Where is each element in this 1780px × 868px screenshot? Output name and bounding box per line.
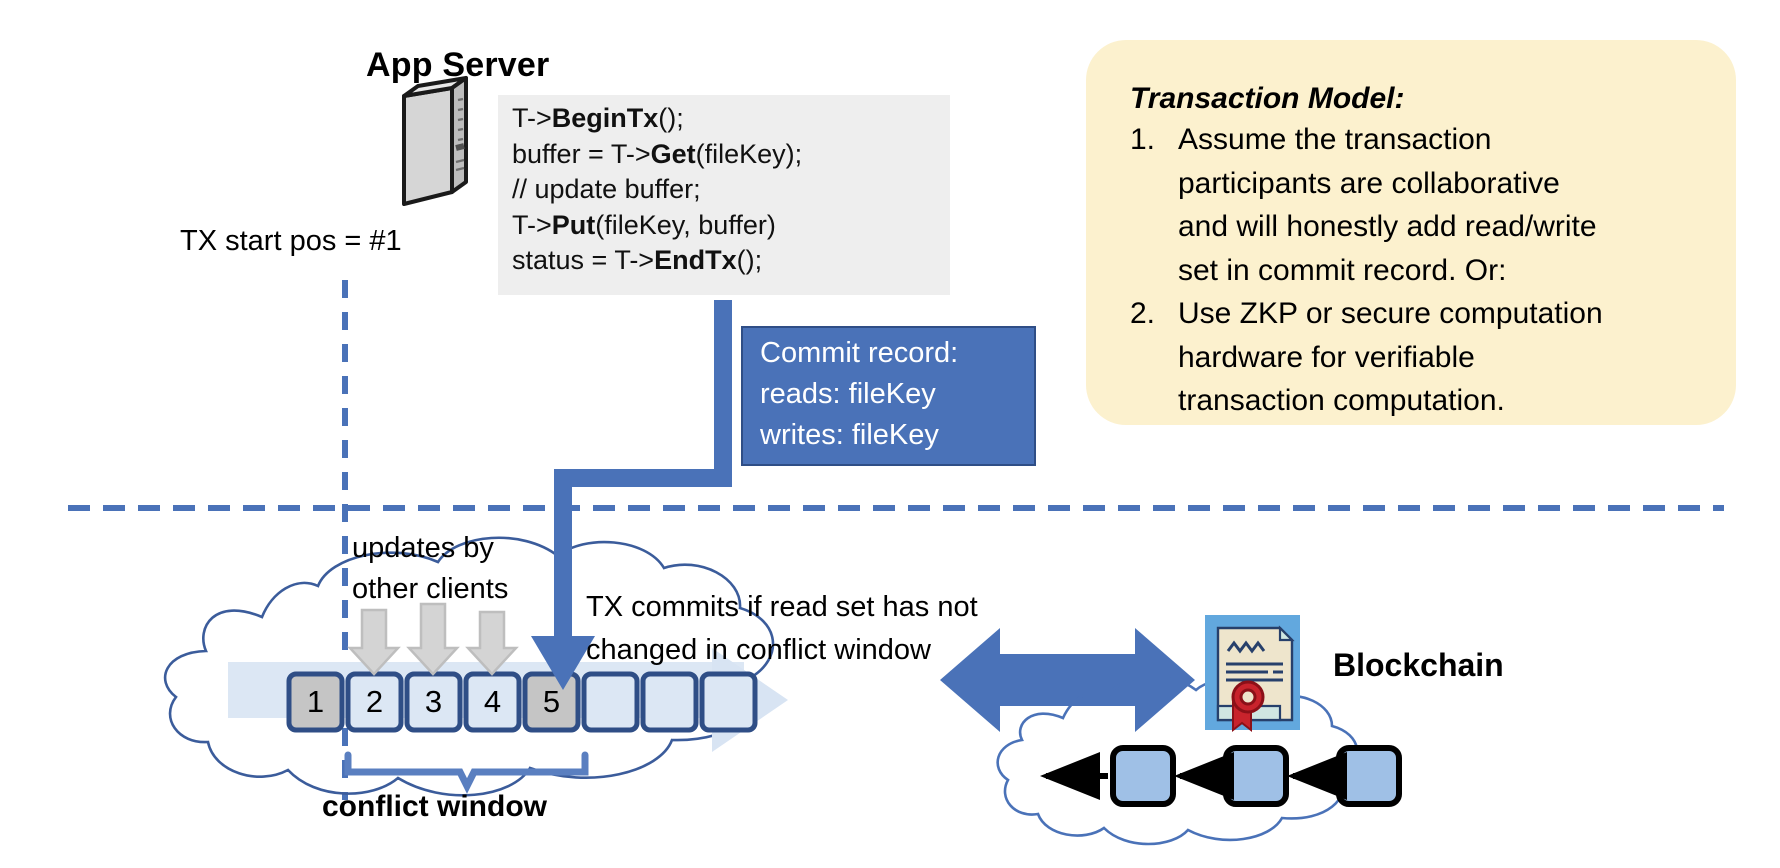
server-tower-icon (402, 76, 468, 206)
blockchain-cloud-icon (996, 675, 1359, 846)
code-line-2: buffer = T->Get(fileKey); (512, 138, 803, 169)
commit-record-reads: reads: fileKey (760, 378, 936, 410)
updates-by-other-clients-label: updates by other clients (352, 528, 508, 610)
tm-line: Use ZKP or secure computation (1178, 297, 1603, 330)
tm-line: transaction computation. (1178, 384, 1505, 417)
ledger-block-2[interactable]: 2 (365, 684, 384, 719)
ledger-block-3[interactable]: 3 (424, 684, 443, 719)
app-server-title: App Server (366, 46, 550, 84)
transaction-model-callout: Transaction Model: 1. Assume the transac… (1086, 40, 1736, 425)
commit-record-title: Commit record: (760, 337, 959, 369)
update-arrows-group (347, 602, 519, 676)
label-line: other clients (352, 573, 509, 605)
transaction-model-item-2: 2. Use ZKP or secure computation hardwar… (1130, 292, 1706, 423)
tm-line: set in commit record. Or: (1178, 253, 1507, 287)
tm-line: Assume the transaction (1178, 123, 1492, 156)
tm-line: participants are collaborative (1178, 166, 1560, 200)
code-line-3: // update buffer; (512, 174, 701, 204)
ledger-block-1[interactable]: 1 (306, 684, 325, 719)
ledger-block-4[interactable]: 4 (483, 684, 502, 719)
list-number: 2. (1130, 297, 1156, 330)
conflict-window-brace (344, 751, 589, 794)
conflict-window-label: conflict window (322, 790, 547, 823)
tx-commits-condition-label: TX commits if read set has not changed i… (586, 586, 978, 672)
tx-start-pos-label: TX start pos = #1 (180, 225, 402, 257)
list-text: Assume the transaction participants are … (1178, 118, 1706, 292)
certificate-seal-icon (1205, 615, 1300, 733)
commit-record-box: Commit record: reads: fileKey writes: fi… (741, 326, 1036, 466)
commit-record-writes: writes: fileKey (760, 419, 939, 451)
code-line-5: status = T->EndTx(); (512, 245, 763, 275)
transaction-model-item-1: 1. Assume the transaction participants a… (1130, 118, 1706, 292)
sync-double-arrow-icon (940, 628, 1195, 732)
chain-blocks-group (1110, 745, 1402, 807)
label-line: updates by (352, 532, 494, 564)
list-text: Use ZKP or secure computation hardware f… (1178, 292, 1706, 423)
label-line: changed in conflict window (586, 634, 931, 666)
tm-line: and will honestly add read/write (1178, 210, 1597, 243)
code-line-4: T->Put(fileKey, buffer) (512, 209, 776, 240)
label-line: TX commits if read set has not (586, 591, 978, 623)
tm-line: hardware for verifiable (1178, 340, 1475, 374)
code-line-1: T->BeginTx(); (512, 103, 684, 133)
blockchain-label: Blockchain (1333, 647, 1504, 683)
transaction-model-title: Transaction Model: (1130, 82, 1405, 115)
list-number: 1. (1130, 123, 1156, 156)
code-block: T->BeginTx(); buffer = T->Get(fileKey); … (498, 95, 950, 295)
ledger-block-5[interactable]: 5 (542, 684, 561, 719)
